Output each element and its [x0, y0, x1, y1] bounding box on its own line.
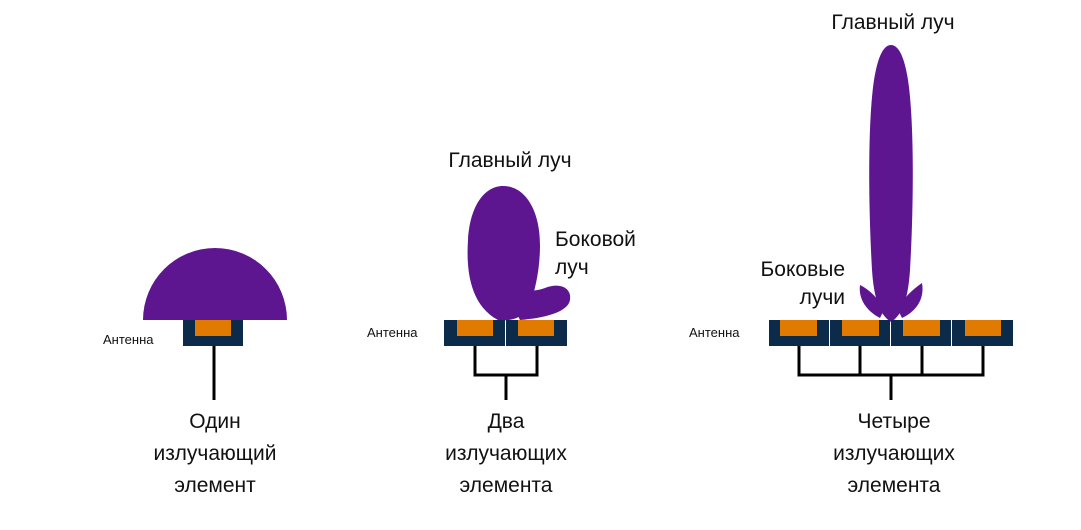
caption-line: элемента — [460, 474, 553, 497]
side-beam-pattern — [898, 283, 923, 318]
caption-line: элемента — [848, 474, 941, 497]
caption-line: Два — [488, 410, 525, 433]
caption-line: Один — [189, 410, 240, 433]
caption-line: излучающий — [154, 442, 277, 465]
feed-network — [797, 346, 985, 400]
side-beam-pattern — [859, 285, 884, 318]
main-beam-label: Главный луч — [831, 11, 954, 34]
radiating-element — [518, 320, 554, 336]
caption-line: излучающих — [833, 442, 955, 465]
main-beam-pattern — [869, 45, 913, 322]
caption-line: излучающих — [445, 442, 567, 465]
side-beam-label: луч — [555, 256, 589, 279]
single-element-group: Антенна Один излучающий элемент — [103, 248, 287, 497]
radiating-element — [965, 320, 1001, 336]
caption-line: Четыре — [857, 410, 930, 433]
beam-pattern — [143, 248, 287, 320]
two-element-group: Антенна Главный луч Боковой луч Два излу… — [367, 149, 636, 497]
four-element-group: Антенна Главный луч Боковые лучи Четыре … — [689, 11, 1013, 497]
side-beam-label: Боковой — [555, 228, 636, 251]
antenna-label: Антенна — [103, 332, 154, 347]
radiating-element — [842, 320, 879, 336]
main-beam-pattern — [467, 186, 540, 321]
caption-line: элемент — [174, 474, 256, 497]
radiating-element — [195, 320, 231, 336]
side-beams-label: лучи — [800, 286, 845, 309]
radiating-element — [780, 320, 817, 336]
radiating-element — [903, 320, 940, 336]
feed-network — [473, 346, 539, 400]
main-beam-label: Главный луч — [448, 149, 571, 172]
radiating-element — [457, 320, 493, 336]
antenna-label: Антенна — [689, 325, 740, 340]
antenna-label: Антенна — [367, 325, 418, 340]
side-beams-label: Боковые — [761, 258, 846, 281]
